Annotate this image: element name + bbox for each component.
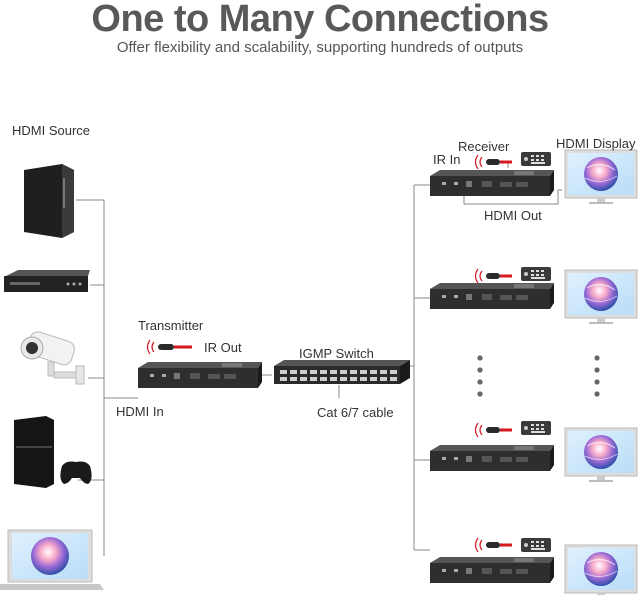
hdmi-display-label: HDMI Display [556, 136, 636, 151]
game-console-icon [14, 416, 92, 488]
receiver-box-icon [430, 170, 554, 196]
remote-control-icon [521, 152, 551, 166]
remote-control-icon [521, 421, 551, 435]
desktop-tower-icon [24, 164, 74, 238]
receiver-box-icon [430, 283, 554, 309]
security-camera-icon [20, 331, 85, 385]
receiver-box-icon [430, 557, 554, 583]
ir-emitter-icon [146, 339, 192, 355]
hdmi-out-label: HDMI Out [484, 208, 542, 223]
ir-receiver-icon [474, 537, 513, 553]
page-subtitle: Offer flexibility and scalability, suppo… [116, 39, 524, 56]
igmp-switch-label: IGMP Switch [299, 346, 374, 361]
monitor-icon [564, 427, 638, 483]
vertical-ellipsis-icon [594, 355, 600, 397]
hdmi-source-label: HDMI Source [12, 123, 91, 138]
ir-in-label: IR In [433, 152, 461, 167]
receiver-label: Receiver [458, 139, 510, 154]
remote-control-icon [521, 538, 551, 552]
transmitter-box-icon [138, 362, 262, 388]
monitor-icon [564, 269, 638, 325]
ir-receiver-icon [474, 154, 513, 170]
laptop-icon [0, 529, 104, 590]
receiver-box-icon [430, 445, 554, 471]
ir-receiver-icon [474, 268, 513, 284]
vertical-ellipsis-icon [477, 355, 483, 397]
cat-cable-label: Cat 6/7 cable [317, 405, 394, 420]
transmitter-label: Transmitter [138, 318, 204, 333]
dvd-player-icon [4, 270, 90, 292]
remote-control-icon [521, 267, 551, 281]
ir-out-label: IR Out [204, 340, 242, 355]
monitor-icon [564, 149, 638, 205]
network-switch-icon [274, 360, 410, 384]
monitor-icon [564, 544, 638, 595]
page-title: One to Many Connections [91, 0, 549, 40]
hdmi-in-label: HDMI In [116, 404, 164, 419]
ir-receiver-icon [474, 422, 513, 438]
